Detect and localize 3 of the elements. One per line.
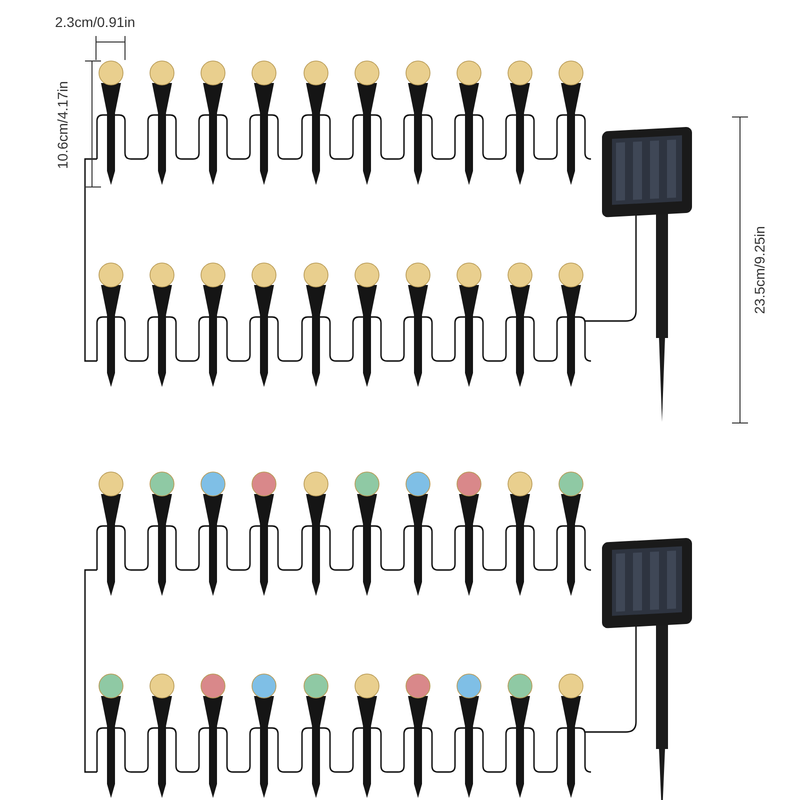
dimension-label: 2.3cm/0.91in [55,13,136,32]
dimension-label: 10.6cm/4.17in [54,81,72,169]
dimension-label: 23.5cm/9.25in [750,226,768,314]
